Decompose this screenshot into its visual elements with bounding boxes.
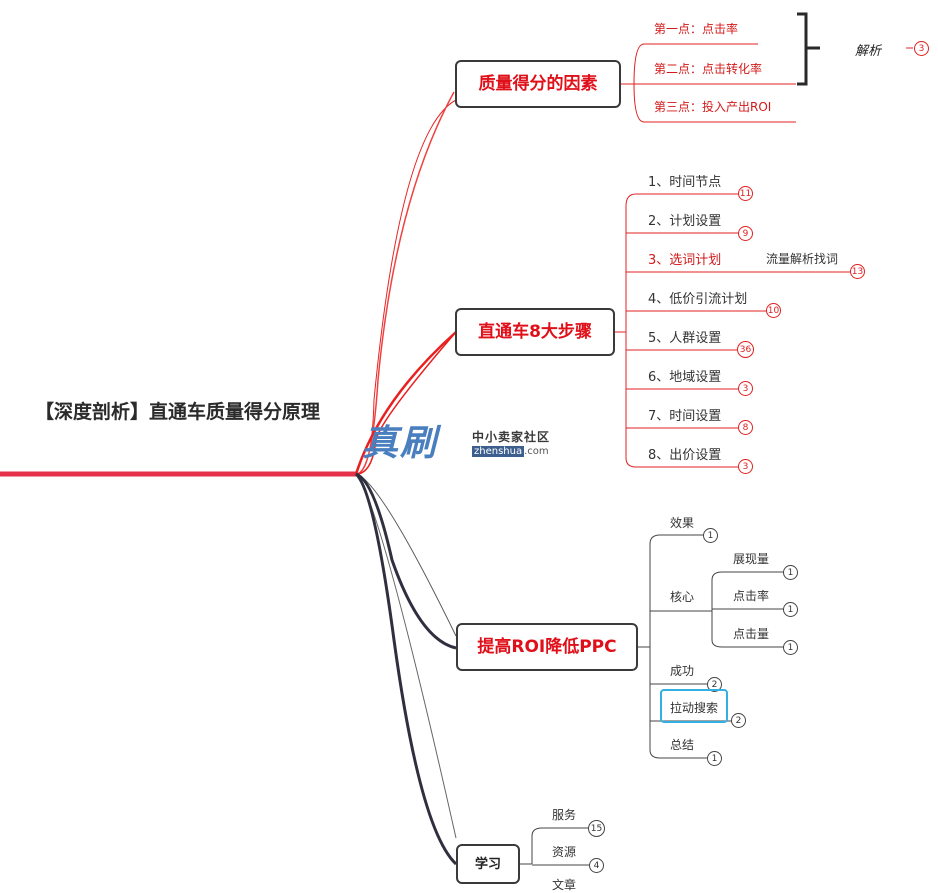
core-ctr[interactable]: 点击率 (733, 589, 770, 603)
factor-conversion-rate[interactable]: 第二点：点击转化率 (654, 62, 763, 76)
branch-quality-factors[interactable]: 质量得分的因素 (455, 60, 621, 108)
step-keyword-plan[interactable]: 3、选词计划 (648, 253, 722, 268)
roi-success[interactable]: 成功 (670, 664, 695, 678)
selection-highlight (660, 689, 728, 723)
branch-eight-steps[interactable]: 直通车8大步骤 (455, 308, 615, 356)
core-clicks[interactable]: 点击量 (733, 627, 770, 641)
branch-roi-ppc[interactable]: 提高ROI降低PPC (456, 623, 638, 671)
roi-drive-search-count[interactable]: 2 (731, 713, 746, 728)
learning-resources-count[interactable]: 4 (589, 858, 604, 873)
step-keyword-plan-count[interactable]: 13 (850, 264, 865, 279)
core-impressions-count[interactable]: 1 (783, 565, 798, 580)
step-bid-settings-count[interactable]: 3 (738, 459, 753, 474)
roi-core[interactable]: 核心 (670, 590, 695, 604)
core-ctr-count[interactable]: 1 (783, 602, 798, 617)
step-bid-settings[interactable]: 8、出价设置 (648, 448, 722, 463)
step-schedule-settings-count[interactable]: 8 (738, 420, 753, 435)
step-low-price-plan[interactable]: 4、低价引流计划 (648, 292, 748, 307)
branch-learning[interactable]: 学习 (456, 844, 520, 884)
step-low-price-plan-count[interactable]: 10 (766, 303, 781, 318)
learning-articles[interactable]: 文章 (552, 878, 577, 892)
step-plan-settings[interactable]: 2、计划设置 (648, 214, 722, 229)
step-region-settings[interactable]: 6、地域设置 (648, 370, 722, 385)
step-time-node[interactable]: 1、时间节点 (648, 175, 722, 190)
step-keyword-plan-extra[interactable]: 流量解析找词 (766, 252, 839, 266)
root-topic[interactable]: 【深度剖析】直通车质量得分原理 (34, 401, 320, 423)
roi-summary[interactable]: 总结 (670, 738, 695, 752)
core-clicks-count[interactable]: 1 (783, 640, 798, 655)
watermark-domain: zhenshua.com (472, 446, 549, 457)
step-audience-settings[interactable]: 5、人群设置 (648, 331, 722, 346)
roi-success-count[interactable]: 2 (707, 677, 722, 692)
step-plan-settings-count[interactable]: 9 (738, 226, 753, 241)
watermark-domain-name: zhenshua (472, 446, 525, 457)
core-impressions[interactable]: 展现量 (733, 552, 770, 566)
note-analysis[interactable]: 解析 (855, 44, 882, 59)
watermark-subtitle: 中小卖家社区 (472, 430, 551, 444)
roi-drive-search[interactable]: 拉动搜索 (670, 701, 719, 715)
watermark-logo: 真刷 (362, 422, 439, 464)
step-audience-settings-count[interactable]: 36 (737, 341, 754, 358)
factor-click-rate[interactable]: 第一点：点击率 (654, 22, 739, 36)
roi-effect-count[interactable]: 1 (703, 528, 718, 543)
roi-summary-count[interactable]: 1 (707, 751, 722, 766)
learning-service[interactable]: 服务 (552, 808, 577, 822)
step-schedule-settings[interactable]: 7、时间设置 (648, 409, 722, 424)
learning-service-count[interactable]: 15 (588, 820, 605, 837)
learning-resources[interactable]: 资源 (552, 845, 577, 859)
roi-effect[interactable]: 效果 (670, 516, 695, 530)
step-time-node-count[interactable]: 11 (738, 186, 753, 201)
watermark-domain-tld: .com (524, 446, 549, 457)
analysis-count-badge[interactable]: 3 (914, 41, 929, 56)
step-region-settings-count[interactable]: 3 (738, 381, 753, 396)
factor-roi[interactable]: 第三点：投入产出ROI (654, 100, 772, 114)
